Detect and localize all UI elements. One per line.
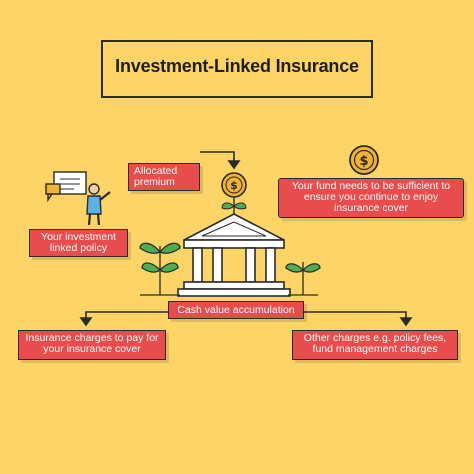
allocated-premium-label: Allocated premium <box>128 163 200 191</box>
title-frame <box>101 40 373 98</box>
right-plant-icon <box>285 262 321 296</box>
left-plant-icon <box>139 242 181 296</box>
svg-text:$: $ <box>359 154 368 169</box>
fund-coin-icon: $ <box>349 145 379 175</box>
dollar-coin-icon: $ <box>221 172 247 214</box>
bank-building-icon <box>177 213 291 297</box>
investment-policy-label: Your investment linked policy <box>29 229 128 257</box>
insurance-charges-label: Insurance charges to pay for your insura… <box>18 330 166 360</box>
cash-value-label: Cash value accumulation <box>168 301 304 319</box>
arrow-to-insurance-charges <box>79 311 168 327</box>
other-charges-label: Other charges e.g. policy fees, fund man… <box>292 330 458 360</box>
svg-text:$: $ <box>230 179 238 192</box>
arrow-to-other-charges <box>304 311 413 327</box>
title-text: Investment-Linked Insurance <box>109 56 365 76</box>
page-title: Investment-Linked Insurance <box>101 56 373 77</box>
fund-sufficient-label: Your fund needs to be sufficient to ensu… <box>278 178 464 218</box>
presenter-icon <box>45 171 111 226</box>
arrow-to-building <box>200 151 241 170</box>
